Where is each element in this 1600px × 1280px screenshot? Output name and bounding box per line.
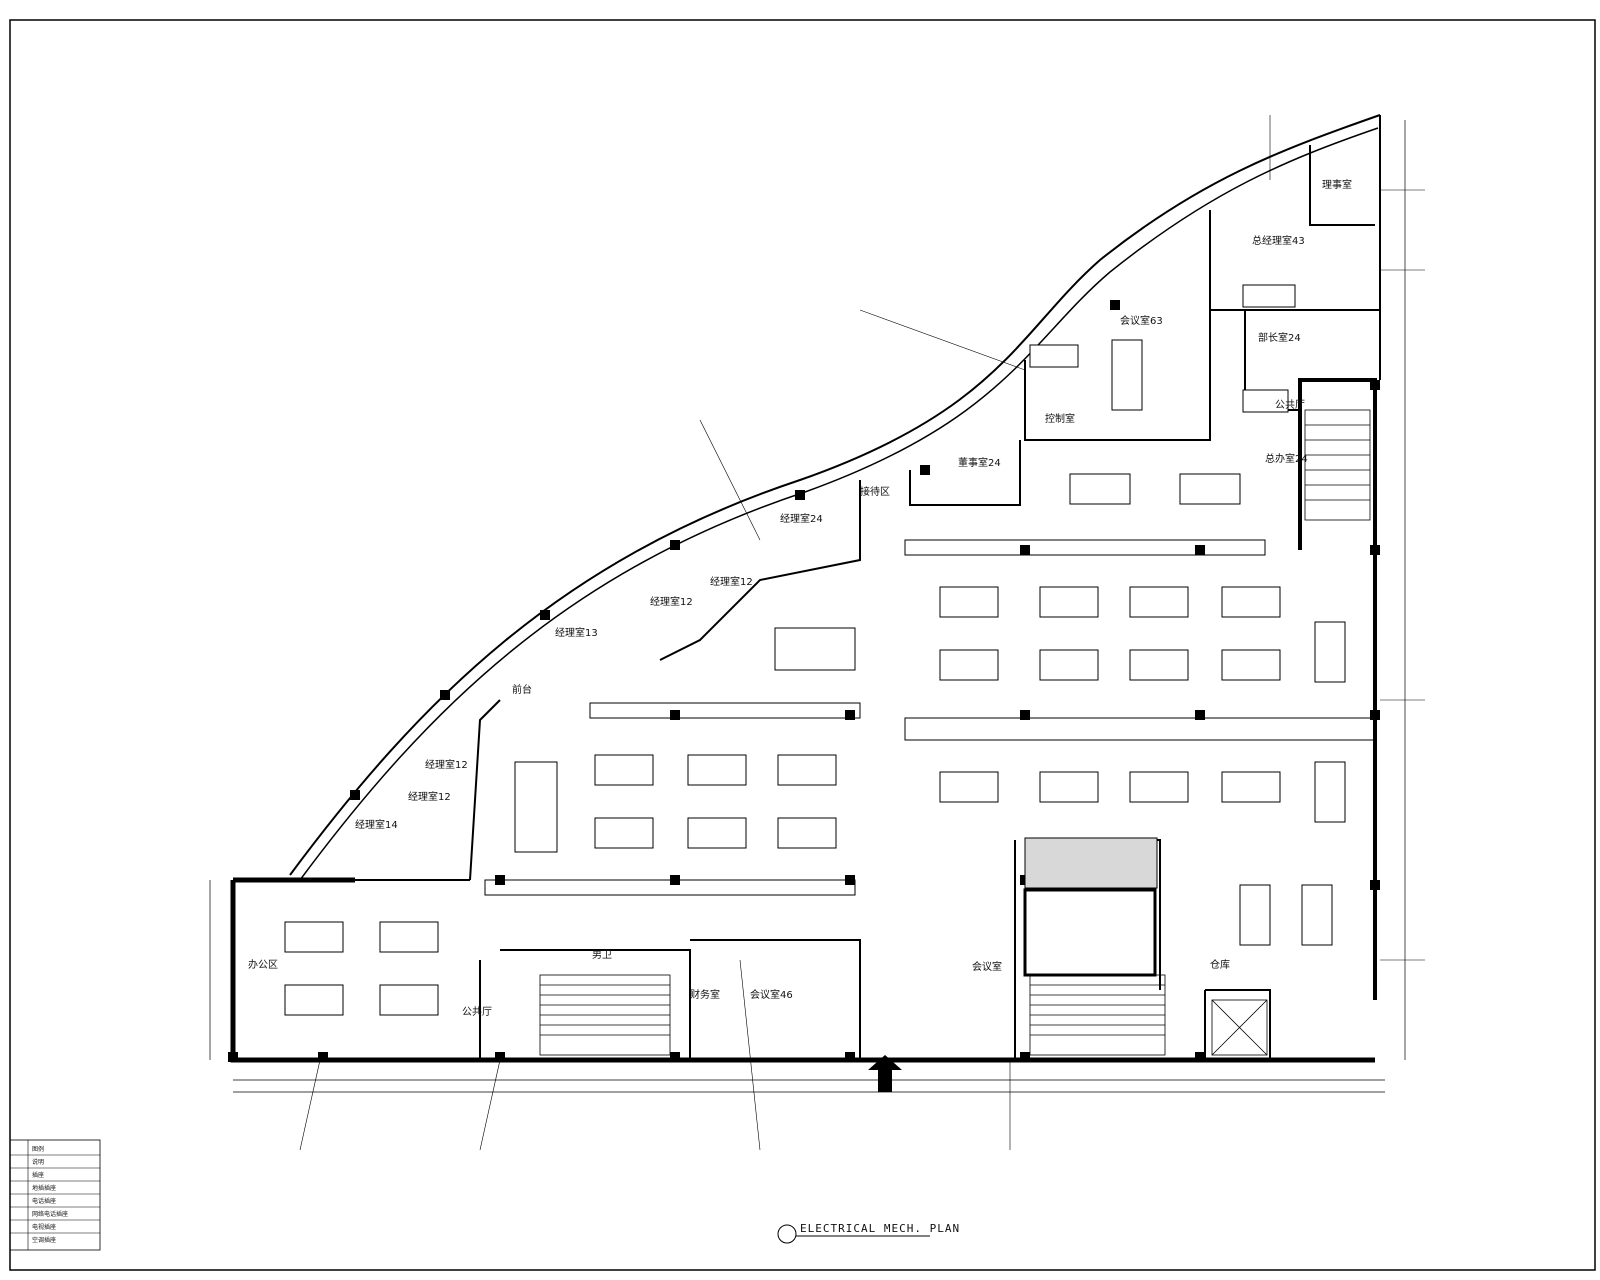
room-label: 会议室63 [1120, 314, 1163, 327]
legend-item: 插座 [32, 1171, 44, 1179]
room-label: 接待区 [860, 485, 890, 498]
legend-item: 电视插座 [32, 1223, 56, 1231]
sheet-border [9, 19, 1596, 1271]
room-label: 公共厅 [1275, 399, 1305, 411]
outer-walls [230, 114, 1381, 1063]
workstation-rows [484, 539, 1376, 896]
room-label: 经理室14 [355, 818, 398, 831]
drawing-title-block: ELECTRICAL MECH. PLAN [777, 1222, 960, 1244]
room-label: 经理室24 [780, 512, 823, 525]
room-label: 仓库 [1210, 958, 1230, 971]
room-label: 男卫 [592, 949, 612, 961]
tea-room [1023, 837, 1158, 977]
legend-table: 图例 说明 插座 地插插座 电话插座 网络电话插座 电视插座 空调插座 [9, 1139, 101, 1251]
room-label: 经理室12 [650, 595, 693, 608]
room-label: 财务室 [690, 988, 720, 1001]
room-labels: 理事室 总经理室43 会议室63 部长室24 董事室24 控制室 总办室24 经… [248, 178, 1352, 1018]
legend-header: 图例 [32, 1145, 44, 1153]
room-label: 经理室12 [425, 758, 468, 771]
room-label: 总办室24 [1265, 452, 1308, 465]
legend-item: 地插插座 [32, 1184, 56, 1192]
room-label: 前台 [512, 683, 532, 696]
legend-item: 说明 [32, 1158, 44, 1166]
legend-item: 电话插座 [32, 1197, 56, 1205]
desks [284, 284, 1346, 1016]
legend-item: 空调插座 [32, 1236, 56, 1244]
drawing-title: ELECTRICAL MECH. PLAN [800, 1222, 960, 1235]
room-label: 会议室 [972, 960, 1002, 973]
room-label: 经理室13 [555, 626, 598, 639]
room-label: 控制室 [1045, 412, 1075, 425]
stairs [539, 409, 1371, 1056]
room-label: 公共厅 [462, 1006, 492, 1018]
room-label: 部长室24 [1258, 331, 1301, 344]
room-label: 经理室12 [408, 790, 451, 803]
dimension-lines [209, 120, 1406, 1093]
room-label: 总经理室43 [1252, 234, 1305, 247]
entrance-arrow-icon [868, 1055, 902, 1092]
room-label: 理事室 [1322, 178, 1352, 191]
legend-item: 网络电话插座 [32, 1210, 68, 1218]
room-label: 会议室46 [750, 988, 793, 1001]
room-label: 经理室12 [710, 575, 753, 588]
room-label: 办公区 [248, 958, 278, 971]
room-label: 董事室24 [958, 456, 1001, 469]
annotation-leaders [299, 115, 1425, 1151]
